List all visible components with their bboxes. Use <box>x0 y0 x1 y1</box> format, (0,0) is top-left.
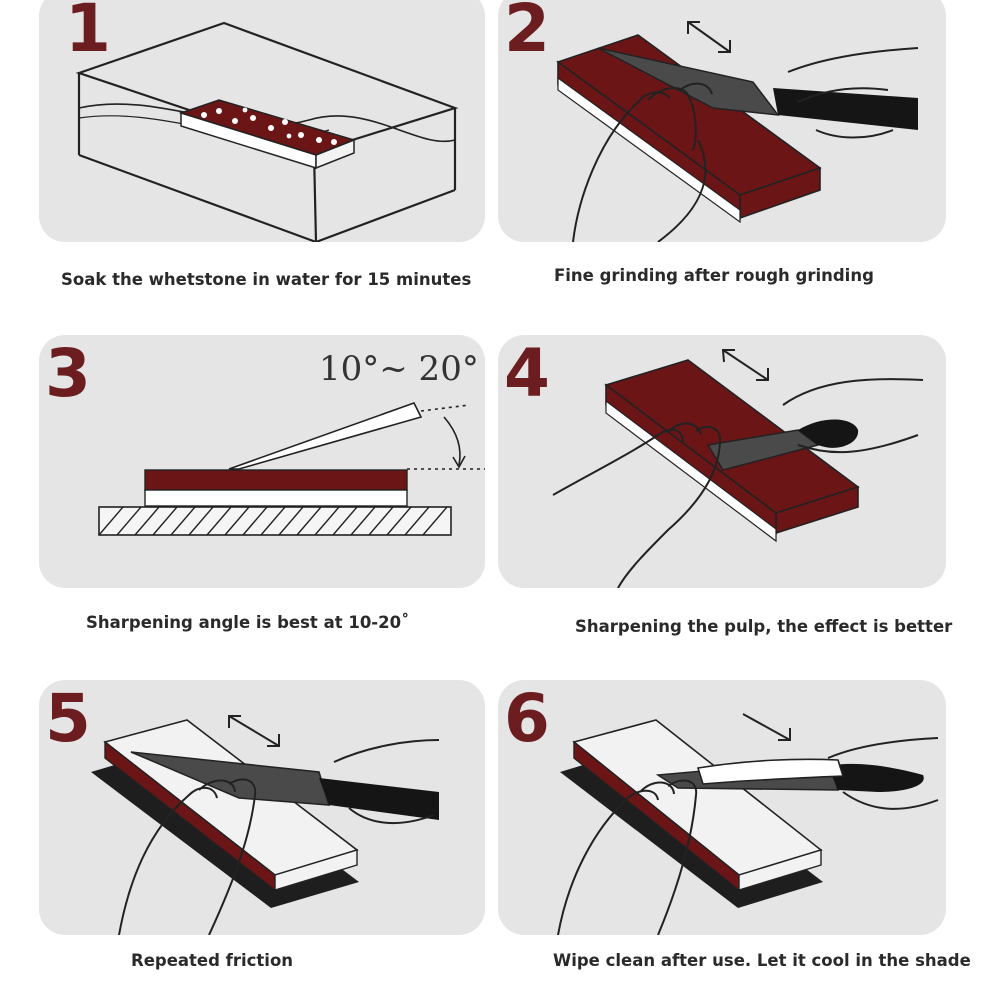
step-number: 6 <box>504 680 550 757</box>
pulp-sharpening-illustration <box>552 349 924 588</box>
step-5-panel: 5 <box>39 680 485 935</box>
step-4-panel: 4 <box>498 335 946 588</box>
fine-grinding-illustration <box>556 21 919 242</box>
step-6-caption: Wipe clean after use. Let it cool in the… <box>553 951 971 970</box>
step-number: 5 <box>45 680 91 757</box>
step-number: 3 <box>45 335 91 412</box>
step-number: 4 <box>504 335 550 412</box>
repeated-friction-illustration <box>91 715 440 935</box>
step-2-panel: 2 <box>498 0 946 242</box>
step-2-caption: Fine grinding after rough grinding <box>554 266 874 285</box>
step-3-caption: Sharpening angle is best at 10-20˚ <box>86 613 410 632</box>
step-4-caption: Sharpening the pulp, the effect is bette… <box>575 617 953 636</box>
wipe-clean-illustration <box>557 713 939 935</box>
step-5-caption: Repeated friction <box>131 951 294 970</box>
step-number: 2 <box>504 0 550 67</box>
step-number: 1 <box>65 0 111 67</box>
step-6-panel: 6 <box>498 680 946 935</box>
angle-label: 10°~ 20° <box>319 349 479 389</box>
step-3-panel: 3 10°~ 20° <box>39 335 485 588</box>
soaking-illustration <box>75 21 459 242</box>
angle-illustration <box>98 402 485 536</box>
step-1-caption: Soak the whetstone in water for 15 minut… <box>61 270 472 289</box>
step-1-panel: 1 <box>39 0 485 242</box>
